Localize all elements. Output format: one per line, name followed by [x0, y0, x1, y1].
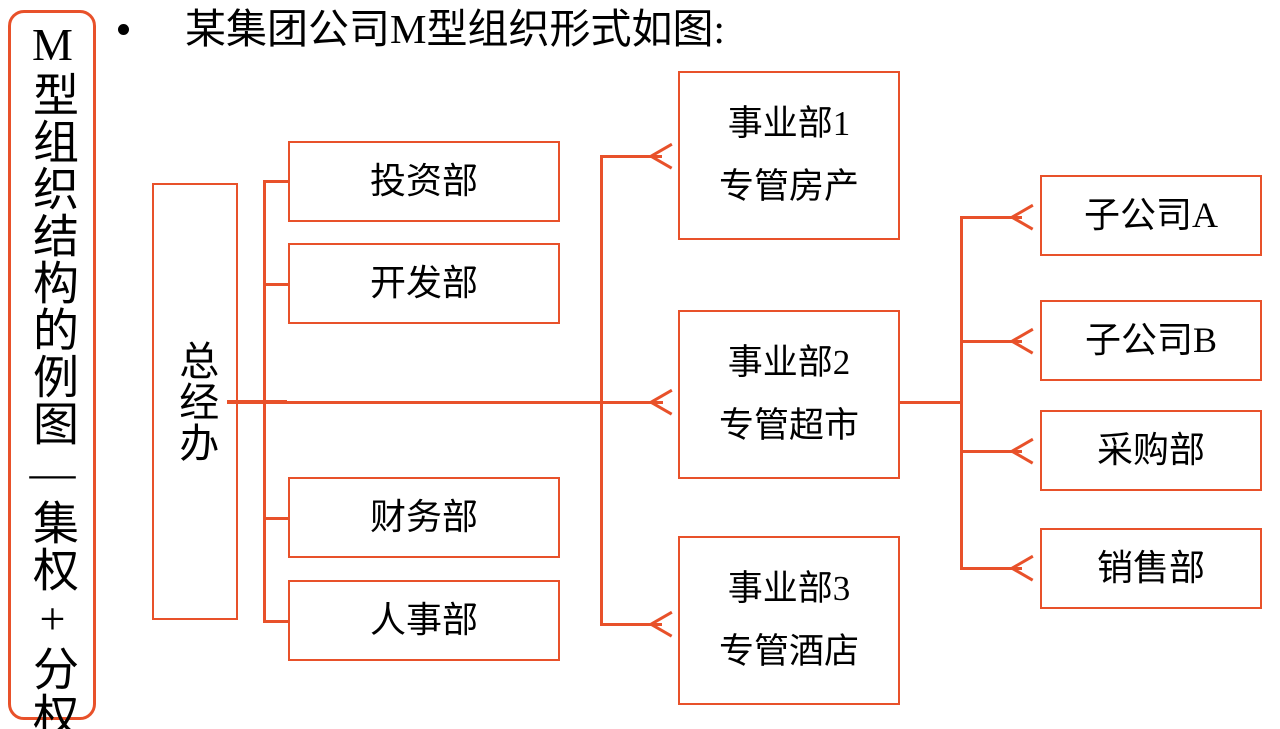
- node-division-3-line1: 事业部3: [727, 568, 851, 608]
- connector-to-finance: [263, 517, 290, 520]
- node-gm-office[interactable]: 总经办: [152, 183, 238, 620]
- node-dept-development-label: 开发部: [369, 262, 478, 303]
- node-subsidiary-b-label: 子公司B: [1084, 319, 1217, 360]
- node-dept-purchasing-label: 采购部: [1096, 429, 1205, 470]
- arrow-icon-division-1: [651, 143, 673, 169]
- connector-trunk-start: [227, 400, 287, 404]
- node-dept-hr-label: 人事部: [369, 599, 478, 640]
- node-division-1[interactable]: 事业部1 专管房产: [678, 71, 900, 240]
- connector-to-division-1: [600, 155, 662, 158]
- node-dept-sales-label: 销售部: [1096, 547, 1205, 588]
- node-dept-purchasing[interactable]: 采购部: [1040, 410, 1262, 491]
- connector-to-division-2-stub: [600, 401, 662, 404]
- arrow-icon-division-2: [651, 389, 673, 415]
- bullet-icon: [118, 24, 129, 36]
- connector-to-development: [263, 283, 290, 286]
- connector-to-subsidiary-a: [960, 216, 1022, 219]
- node-division-3-line2: 专管酒店: [718, 631, 859, 671]
- connector-division-2-out: [900, 401, 962, 404]
- node-division-1-line2: 专管房产: [718, 166, 859, 206]
- arrow-icon-division-3: [651, 611, 673, 637]
- connector-to-division-3: [600, 623, 662, 626]
- side-caption-box: M型组织结构的例图—集权+分权: [8, 10, 96, 729]
- arrow-icon-sales: [1012, 555, 1034, 581]
- node-division-2-line1: 事业部2: [727, 342, 851, 382]
- node-dept-finance[interactable]: 财务部: [288, 477, 560, 558]
- node-subsidiary-a-label: 子公司A: [1084, 194, 1218, 235]
- node-dept-hr[interactable]: 人事部: [288, 580, 560, 661]
- node-division-3[interactable]: 事业部3 专管酒店: [678, 536, 900, 705]
- connector-divisions-spine: [600, 155, 603, 625]
- connector-to-investment: [263, 180, 290, 183]
- node-dept-investment-label: 投资部: [369, 160, 478, 201]
- page-title: 某集团公司M型组织形式如图:: [185, 6, 725, 52]
- node-subsidiary-b[interactable]: 子公司B: [1040, 300, 1262, 381]
- connector-to-purchasing: [960, 450, 1022, 453]
- node-division-1-line1: 事业部1: [727, 103, 851, 143]
- connector-to-hr: [263, 620, 290, 623]
- arrow-icon-purchasing: [1012, 438, 1034, 464]
- node-division-2[interactable]: 事业部2 专管超市: [678, 310, 900, 479]
- node-subsidiary-a[interactable]: 子公司A: [1040, 175, 1262, 256]
- node-division-2-line2: 专管超市: [718, 405, 859, 445]
- connector-to-sales: [960, 567, 1022, 570]
- node-dept-finance-label: 财务部: [369, 496, 478, 537]
- node-gm-office-label: 总经办: [173, 340, 219, 463]
- arrow-icon-subsidiary-a: [1012, 204, 1034, 230]
- connector-children-spine: [960, 216, 963, 569]
- node-dept-investment[interactable]: 投资部: [288, 141, 560, 222]
- slide-title-row: 某集团公司M型组织形式如图:: [118, 6, 725, 52]
- connector-to-subsidiary-b: [960, 340, 1022, 343]
- arrow-icon-subsidiary-b: [1012, 328, 1034, 354]
- node-dept-sales[interactable]: 销售部: [1040, 528, 1262, 609]
- connector-trunk-to-division-2: [263, 401, 663, 404]
- side-caption-label: M型组织结构的例图—集权+分权: [27, 19, 78, 729]
- node-dept-development[interactable]: 开发部: [288, 243, 560, 324]
